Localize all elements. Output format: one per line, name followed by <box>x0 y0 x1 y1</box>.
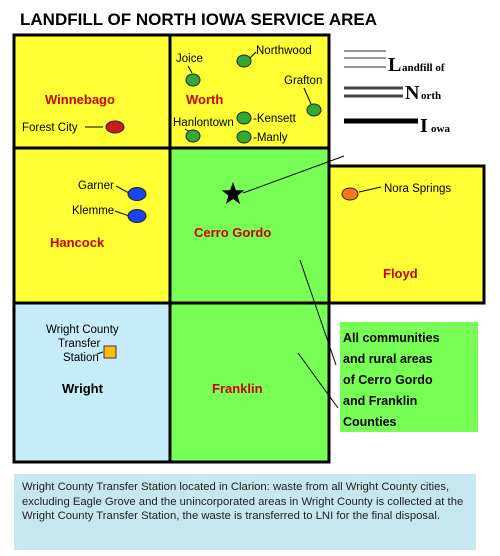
transfer-station-label-line2: Transfer <box>58 338 101 350</box>
transfer-station-label-line3: Station <box>63 352 99 364</box>
franklin-county <box>168 301 331 464</box>
county-label-floyd: Floyd <box>383 266 418 281</box>
callout-line-5: Counties <box>343 415 397 429</box>
kensett-dot <box>236 111 252 125</box>
nora-springs-dot <box>341 187 359 201</box>
worth-county <box>168 33 331 150</box>
map-title: LANDFILL OF NORTH IOWA SERVICE AREA <box>20 10 377 29</box>
county-label-winnebago: Winnebago <box>45 92 115 107</box>
city-label-joice: Joice <box>176 53 203 65</box>
logo-text-andfill-of: andfill of <box>402 62 445 74</box>
city-label-kensett: -Kensett <box>253 113 297 125</box>
city-label-northwood: Northwood <box>256 45 312 57</box>
county-label-wright: Wright <box>62 381 104 396</box>
grafton-dot <box>306 103 322 117</box>
city-label-klemme: Klemme <box>72 205 114 217</box>
wright-county <box>12 301 172 464</box>
callout-line-2: and rural areas <box>343 352 433 366</box>
city-label-manly: -Manly <box>253 132 288 144</box>
city-label-grafton: Grafton <box>284 75 322 87</box>
county-label-worth: Worth <box>186 92 223 107</box>
callout-line-1: All communities <box>343 331 440 345</box>
star-icon <box>221 182 245 204</box>
footnote: Wright County Transfer Station located i… <box>14 474 476 550</box>
hancock-county <box>12 146 172 305</box>
logo-text-owa: owa <box>431 123 450 135</box>
hanlontown-dot <box>185 129 201 143</box>
cerro-gordo-county <box>168 146 331 305</box>
garner-dot <box>127 187 147 201</box>
logo-leader-line <box>242 155 345 194</box>
city-label-forest-city: Forest City <box>22 122 78 134</box>
logo-initial-n: N <box>405 82 420 104</box>
callout-pointer-cerro-gordo <box>299 259 337 366</box>
callout-line-3: of Cerro Gordo <box>343 373 433 387</box>
city-label-garner: Garner <box>78 180 114 192</box>
city-label-nora-springs: Nora Springs <box>384 183 451 195</box>
winnebago-county <box>12 33 172 150</box>
transfer-station-label-line1: Wright County <box>46 324 119 336</box>
county-label-franklin: Franklin <box>212 381 263 396</box>
lni-logo: L andfill of N orth I owa <box>344 50 450 137</box>
callout-pointer-franklin <box>297 352 339 409</box>
manly-dot <box>236 130 252 144</box>
klemme-dot <box>127 209 147 223</box>
county-label-cerro-gordo: Cerro Gordo <box>194 225 271 240</box>
joice-dot <box>185 73 201 87</box>
logo-initial-i: I <box>420 115 428 137</box>
northwood-dot <box>236 54 252 68</box>
forest-city-dot <box>105 120 125 134</box>
logo-text-orth: orth <box>421 90 441 102</box>
county-label-hancock: Hancock <box>50 235 105 250</box>
city-label-hanlontown: Hanlontown <box>173 117 234 129</box>
logo-initial-l: L <box>388 54 401 76</box>
callout-box <box>340 322 478 432</box>
callout-line-4: and Franklin <box>343 394 417 408</box>
square-icon <box>103 345 117 359</box>
